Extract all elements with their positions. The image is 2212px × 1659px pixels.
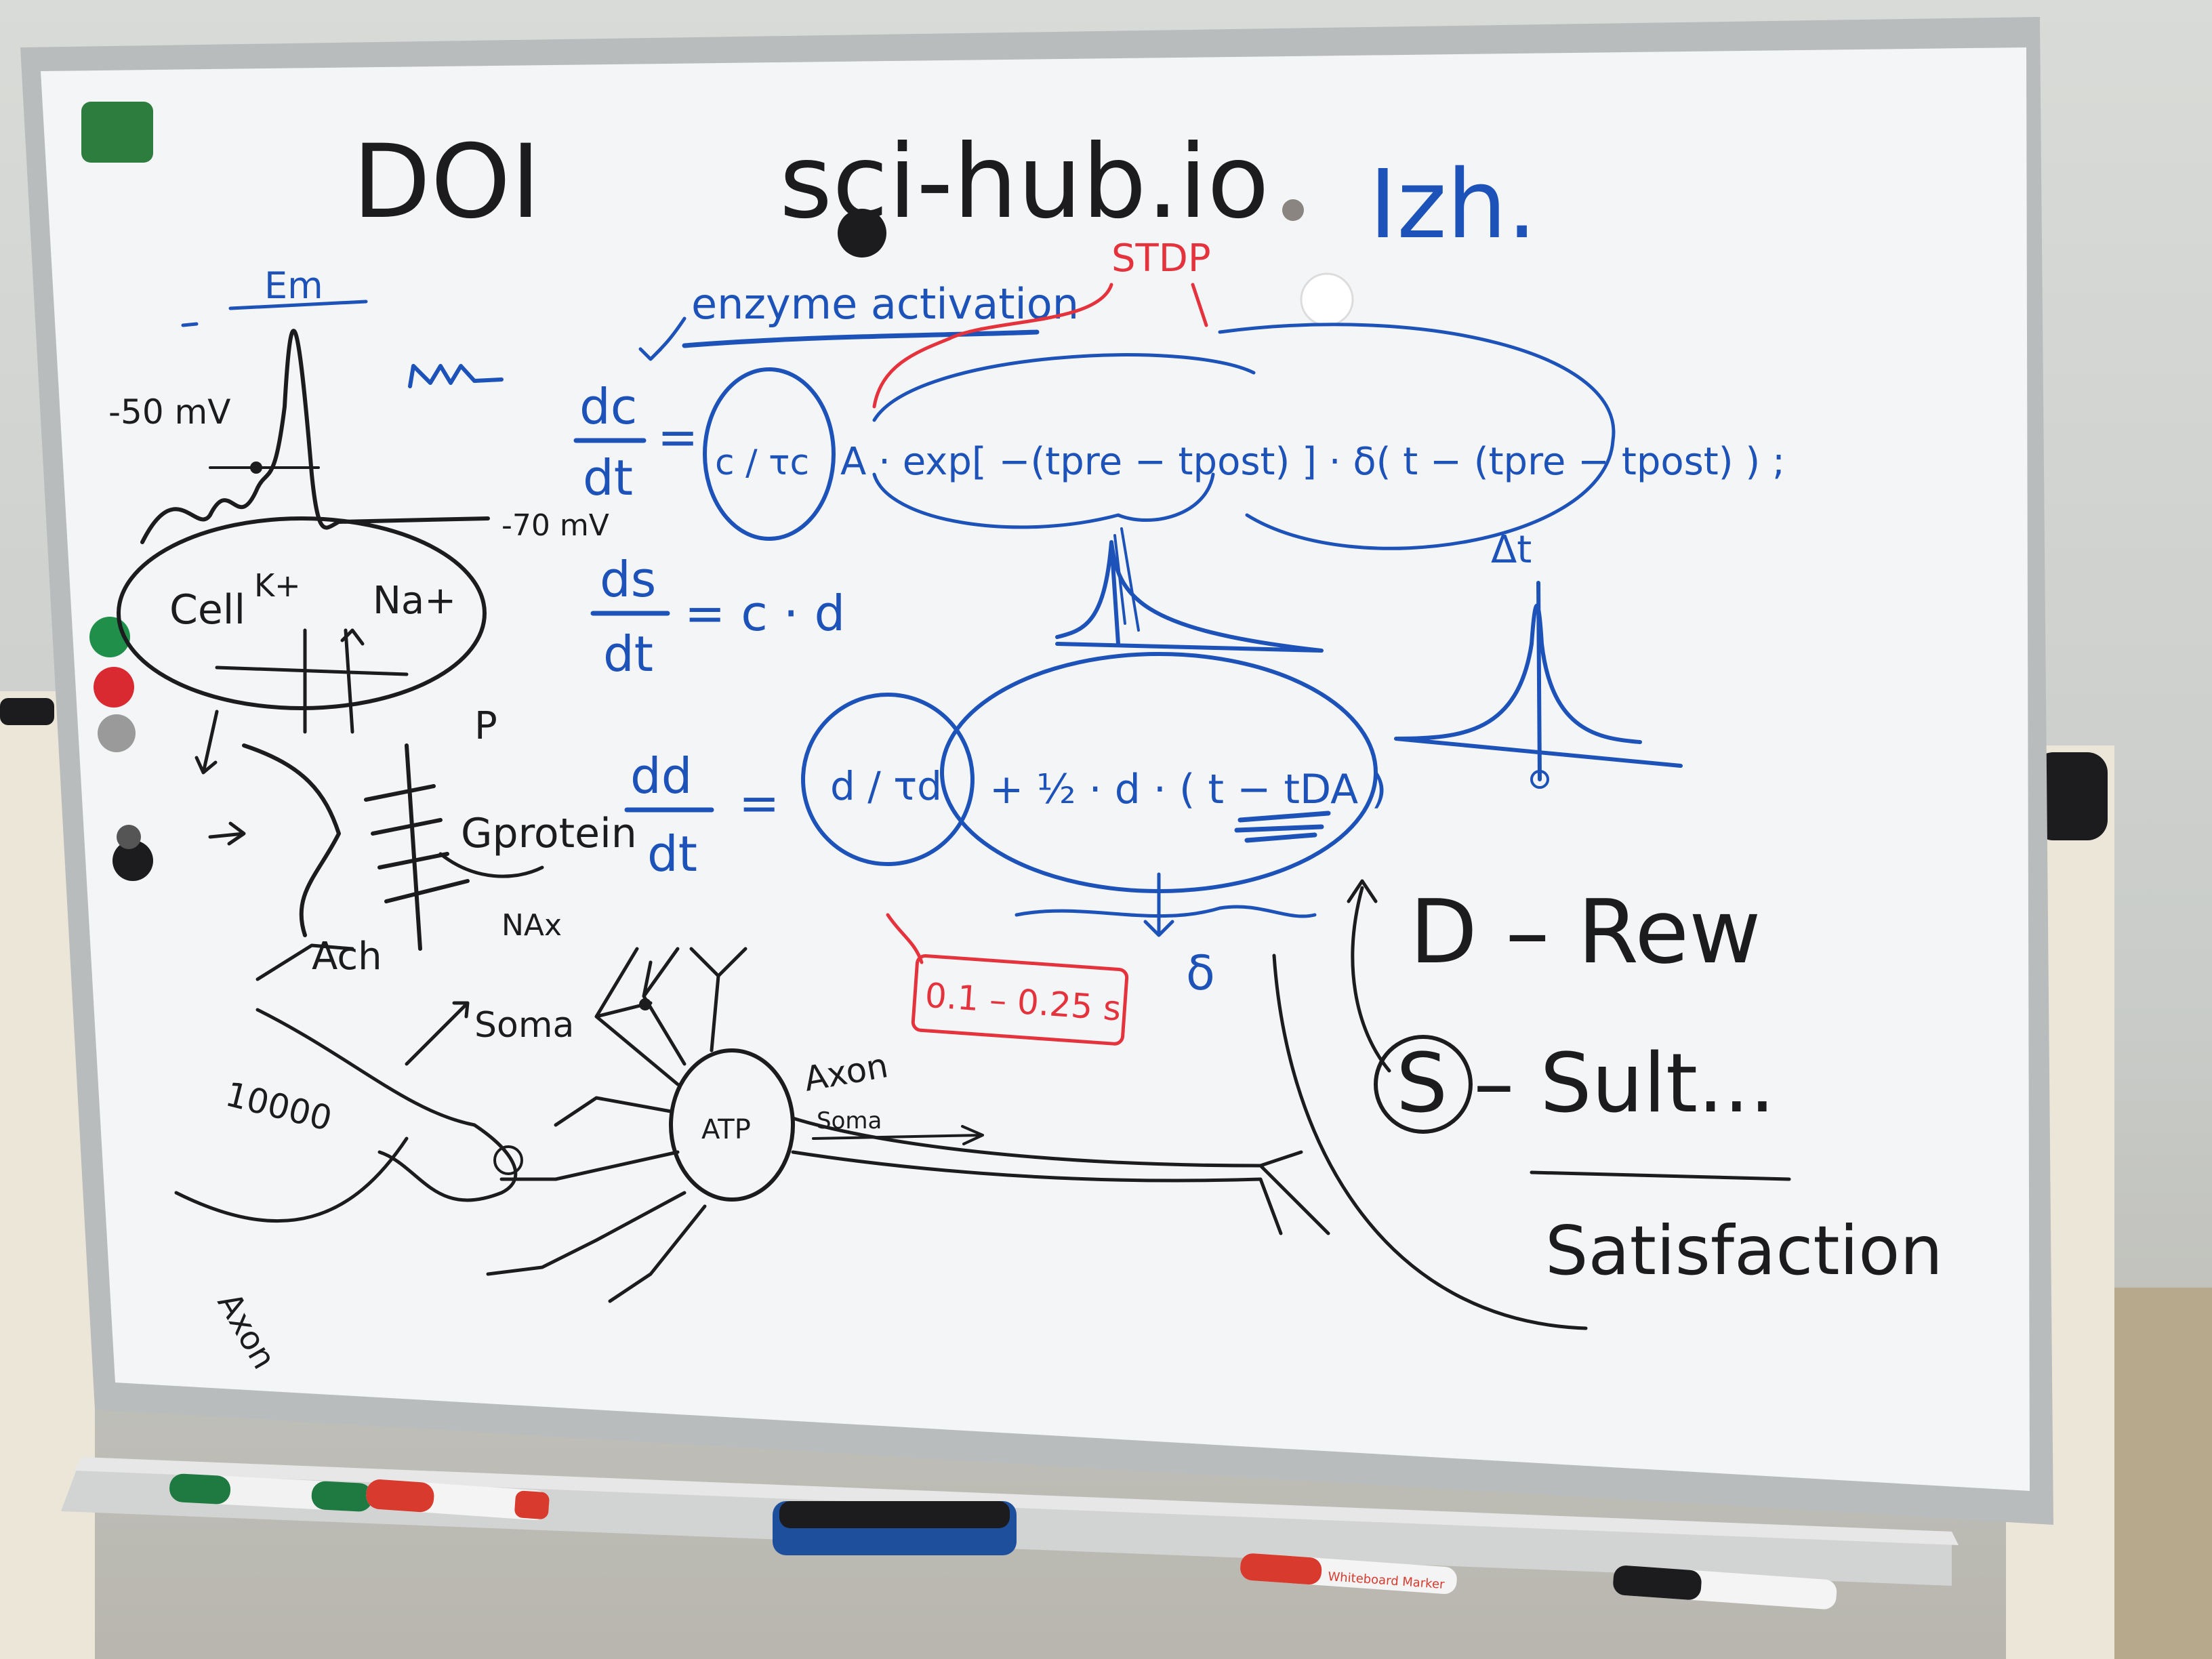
ds-dt-label: dt	[603, 626, 653, 682]
stdp-exp-term: A · exp[ −(tpre − tpost) ] · δ( t − (tpr…	[840, 440, 1785, 484]
dopamine-release-trace	[1015, 872, 1317, 937]
mv-low-label: -70 mV	[501, 508, 609, 543]
exp-decay-strokes	[1113, 527, 1140, 632]
magnet-black-left[interactable]	[112, 840, 153, 881]
enzyme-arrow	[638, 316, 687, 361]
cell-ellipse	[117, 516, 487, 710]
t-da-scribble	[1234, 811, 1331, 843]
magnet-red[interactable]	[94, 667, 134, 708]
dendrite-node	[639, 998, 651, 1010]
dc-label: dc	[579, 378, 637, 435]
magnet-dark-small[interactable]	[117, 825, 141, 849]
board-surface	[41, 47, 2030, 1491]
s-circle	[1374, 1035, 1473, 1134]
ds-rhs: = c · d	[684, 585, 845, 642]
mv-high-label: -50 mV	[108, 392, 230, 432]
ach-arrow	[255, 943, 354, 981]
exp-brace-bottom	[872, 472, 1215, 529]
soma-top-label: Soma	[474, 1005, 574, 1046]
p-label: P	[474, 704, 497, 748]
scihub-text: sci-hub.io	[779, 123, 1269, 241]
marker-green[interactable]	[169, 1473, 373, 1513]
marker-black[interactable]	[1612, 1565, 1837, 1610]
neuron-dendrites	[486, 947, 747, 1303]
magnet-white[interactable]	[1300, 272, 1354, 327]
delta-spike-plot	[1394, 581, 1683, 781]
delta-low-label: δ	[1186, 945, 1215, 1001]
action-potential-curve	[140, 329, 490, 544]
dc-eq: =	[657, 409, 698, 466]
neuron-axon	[791, 1116, 1330, 1235]
dd-dt-label: dt	[647, 825, 697, 882]
stdp-tick	[1191, 283, 1208, 327]
ach-label: Ach	[312, 935, 382, 979]
enzyme-underline	[682, 329, 1040, 348]
nax-label: NAx	[501, 908, 562, 943]
k-ion-label: K+	[254, 567, 301, 604]
marker-red-right[interactable]: Whiteboard Marker	[1240, 1553, 1458, 1595]
d-tau-circle	[801, 693, 975, 866]
izh-text: Izh.	[1369, 150, 1537, 260]
stdp-brace-top	[872, 323, 1616, 550]
exp-decay-plot	[1055, 540, 1324, 653]
c-tau-term: c / τc	[715, 443, 809, 483]
arrow-right-small	[208, 821, 246, 846]
stdp-connector	[872, 283, 1113, 409]
em-underline	[228, 300, 368, 310]
soma-arrow	[405, 1001, 470, 1066]
dd-label: dd	[630, 747, 692, 804]
magnet-grey-small[interactable]	[1282, 199, 1304, 221]
magnet-grey[interactable]	[98, 714, 136, 752]
range-box	[911, 954, 1129, 1046]
doi-text: DOI	[352, 123, 541, 241]
soma-axon-label: Soma	[817, 1107, 882, 1134]
presynaptic-fiber	[174, 1008, 518, 1223]
delta-t-label: Δt	[1491, 528, 1532, 572]
half-term: + ½ · d · ( t − tDA )	[989, 766, 1387, 813]
reward-curve-arrow	[1272, 954, 1588, 1330]
synapse-terminal	[493, 1145, 523, 1175]
neuron-soma	[669, 1048, 795, 1202]
ds-label: ds	[600, 551, 656, 608]
membrane-channel	[215, 628, 409, 734]
s-result-text: S – Sult...	[1396, 1037, 1776, 1131]
d-feedback-arrow	[1347, 879, 1391, 1073]
gprotein-arrow	[438, 852, 544, 878]
synapse-cleft	[242, 743, 341, 937]
em-label: Em	[264, 264, 323, 307]
stdp-label: STDP	[1111, 237, 1211, 281]
atp-label: ATP	[701, 1114, 751, 1145]
enzyme-label: enzyme activation	[691, 279, 1079, 329]
desk-background	[2114, 1288, 2212, 1659]
stand-knob-right[interactable]	[2033, 752, 2108, 840]
arrow-down-left	[194, 710, 219, 775]
dd-eq: =	[739, 775, 779, 832]
c-tau-circle	[703, 367, 836, 541]
delta-plot-origin	[1530, 770, 1549, 789]
d-tau-term: d / τd	[830, 763, 942, 809]
sticker-badge	[81, 102, 153, 163]
result-underline	[1530, 1170, 1791, 1181]
satisfaction-text: Satisfaction	[1545, 1211, 1943, 1290]
threshold-dot	[250, 462, 262, 474]
marker-tray-lip	[75, 1457, 1959, 1545]
gprotein-label: Gprotein	[461, 810, 637, 857]
marker-red-left[interactable]	[365, 1479, 550, 1521]
cell-label: Cell	[169, 586, 245, 634]
em-dash	[181, 322, 199, 327]
spike-train-mini	[408, 364, 504, 388]
eraser-top	[779, 1501, 1010, 1528]
d-reward-text: D – Rew	[1410, 880, 1761, 983]
magnet-black-top[interactable]	[838, 209, 886, 258]
na-ion-label: Na+	[373, 579, 456, 623]
stand-knob-left[interactable]	[0, 698, 54, 725]
axon-arrow	[812, 1125, 984, 1145]
receptor-marks	[364, 743, 470, 951]
dc-dt-label: dt	[583, 449, 633, 506]
